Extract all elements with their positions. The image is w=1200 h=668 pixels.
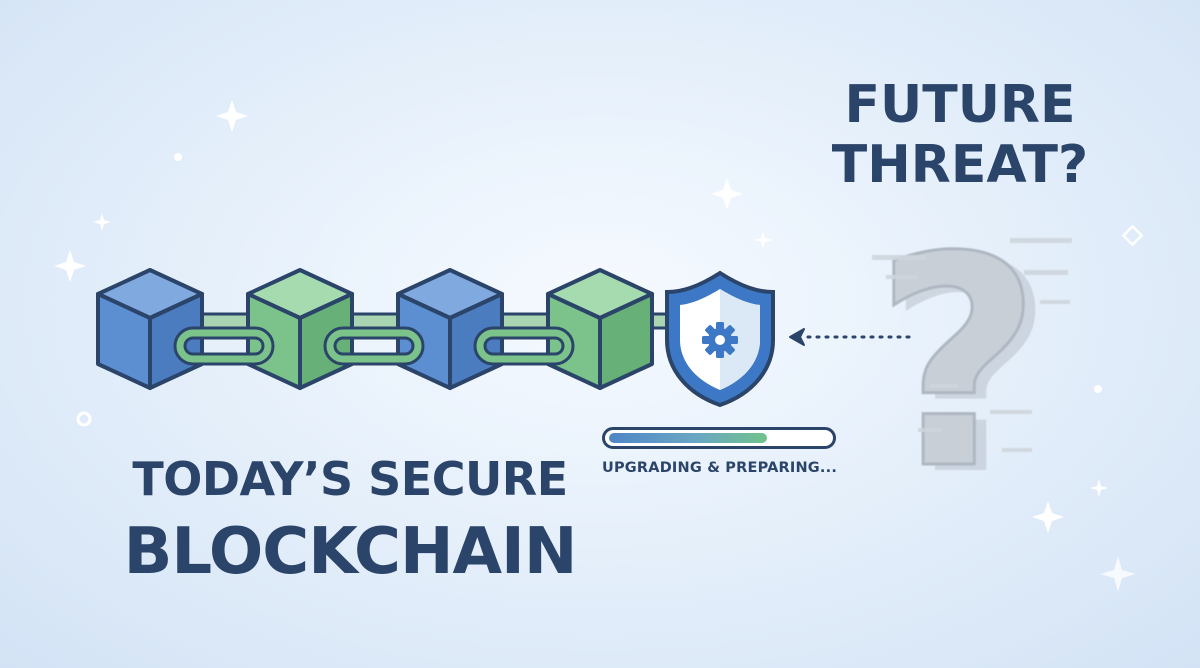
- blockchain-chain: [96, 268, 677, 390]
- arrow-head-icon: [789, 328, 805, 346]
- headline-line2: BLOCKCHAIN: [123, 515, 578, 589]
- sparkle-dot: [1094, 385, 1102, 393]
- upgrade-progress-fill: [609, 433, 767, 443]
- svg-text:?: ?: [874, 196, 1042, 533]
- gear-icon: [702, 322, 738, 358]
- incoming-arrow: [789, 328, 916, 346]
- sparkle-icon: [754, 231, 772, 249]
- shield-gear-icon: [665, 270, 775, 408]
- sparkle-icon: [54, 250, 86, 282]
- upgrade-progress-bar: [602, 427, 836, 449]
- chain-links: [173, 326, 575, 366]
- chain-block-green: [546, 268, 654, 390]
- block-right-face: [598, 292, 654, 390]
- headline-line1: TODAY’S SECURE: [132, 452, 568, 506]
- glitch-lines: [872, 238, 1072, 452]
- ring-decoration: [76, 411, 92, 427]
- sparkle-icon: [93, 213, 111, 231]
- sparkle-icon: [1100, 556, 1136, 592]
- sparkle-icon: [1090, 479, 1108, 497]
- sparkle-icon: [216, 100, 248, 132]
- question-mark-icon: ? ?: [872, 195, 1072, 539]
- threat-label: THREAT?: [831, 135, 1089, 195]
- future-label: FUTURE: [844, 75, 1076, 135]
- sparkle-dot: [174, 153, 182, 161]
- sparkle-icon: [711, 178, 743, 210]
- sparkle-icon: [1032, 501, 1064, 533]
- progress-label: UPGRADING & PREPARING...: [602, 460, 838, 476]
- sparkles: [54, 100, 1136, 592]
- diamond-decoration: [1121, 224, 1144, 247]
